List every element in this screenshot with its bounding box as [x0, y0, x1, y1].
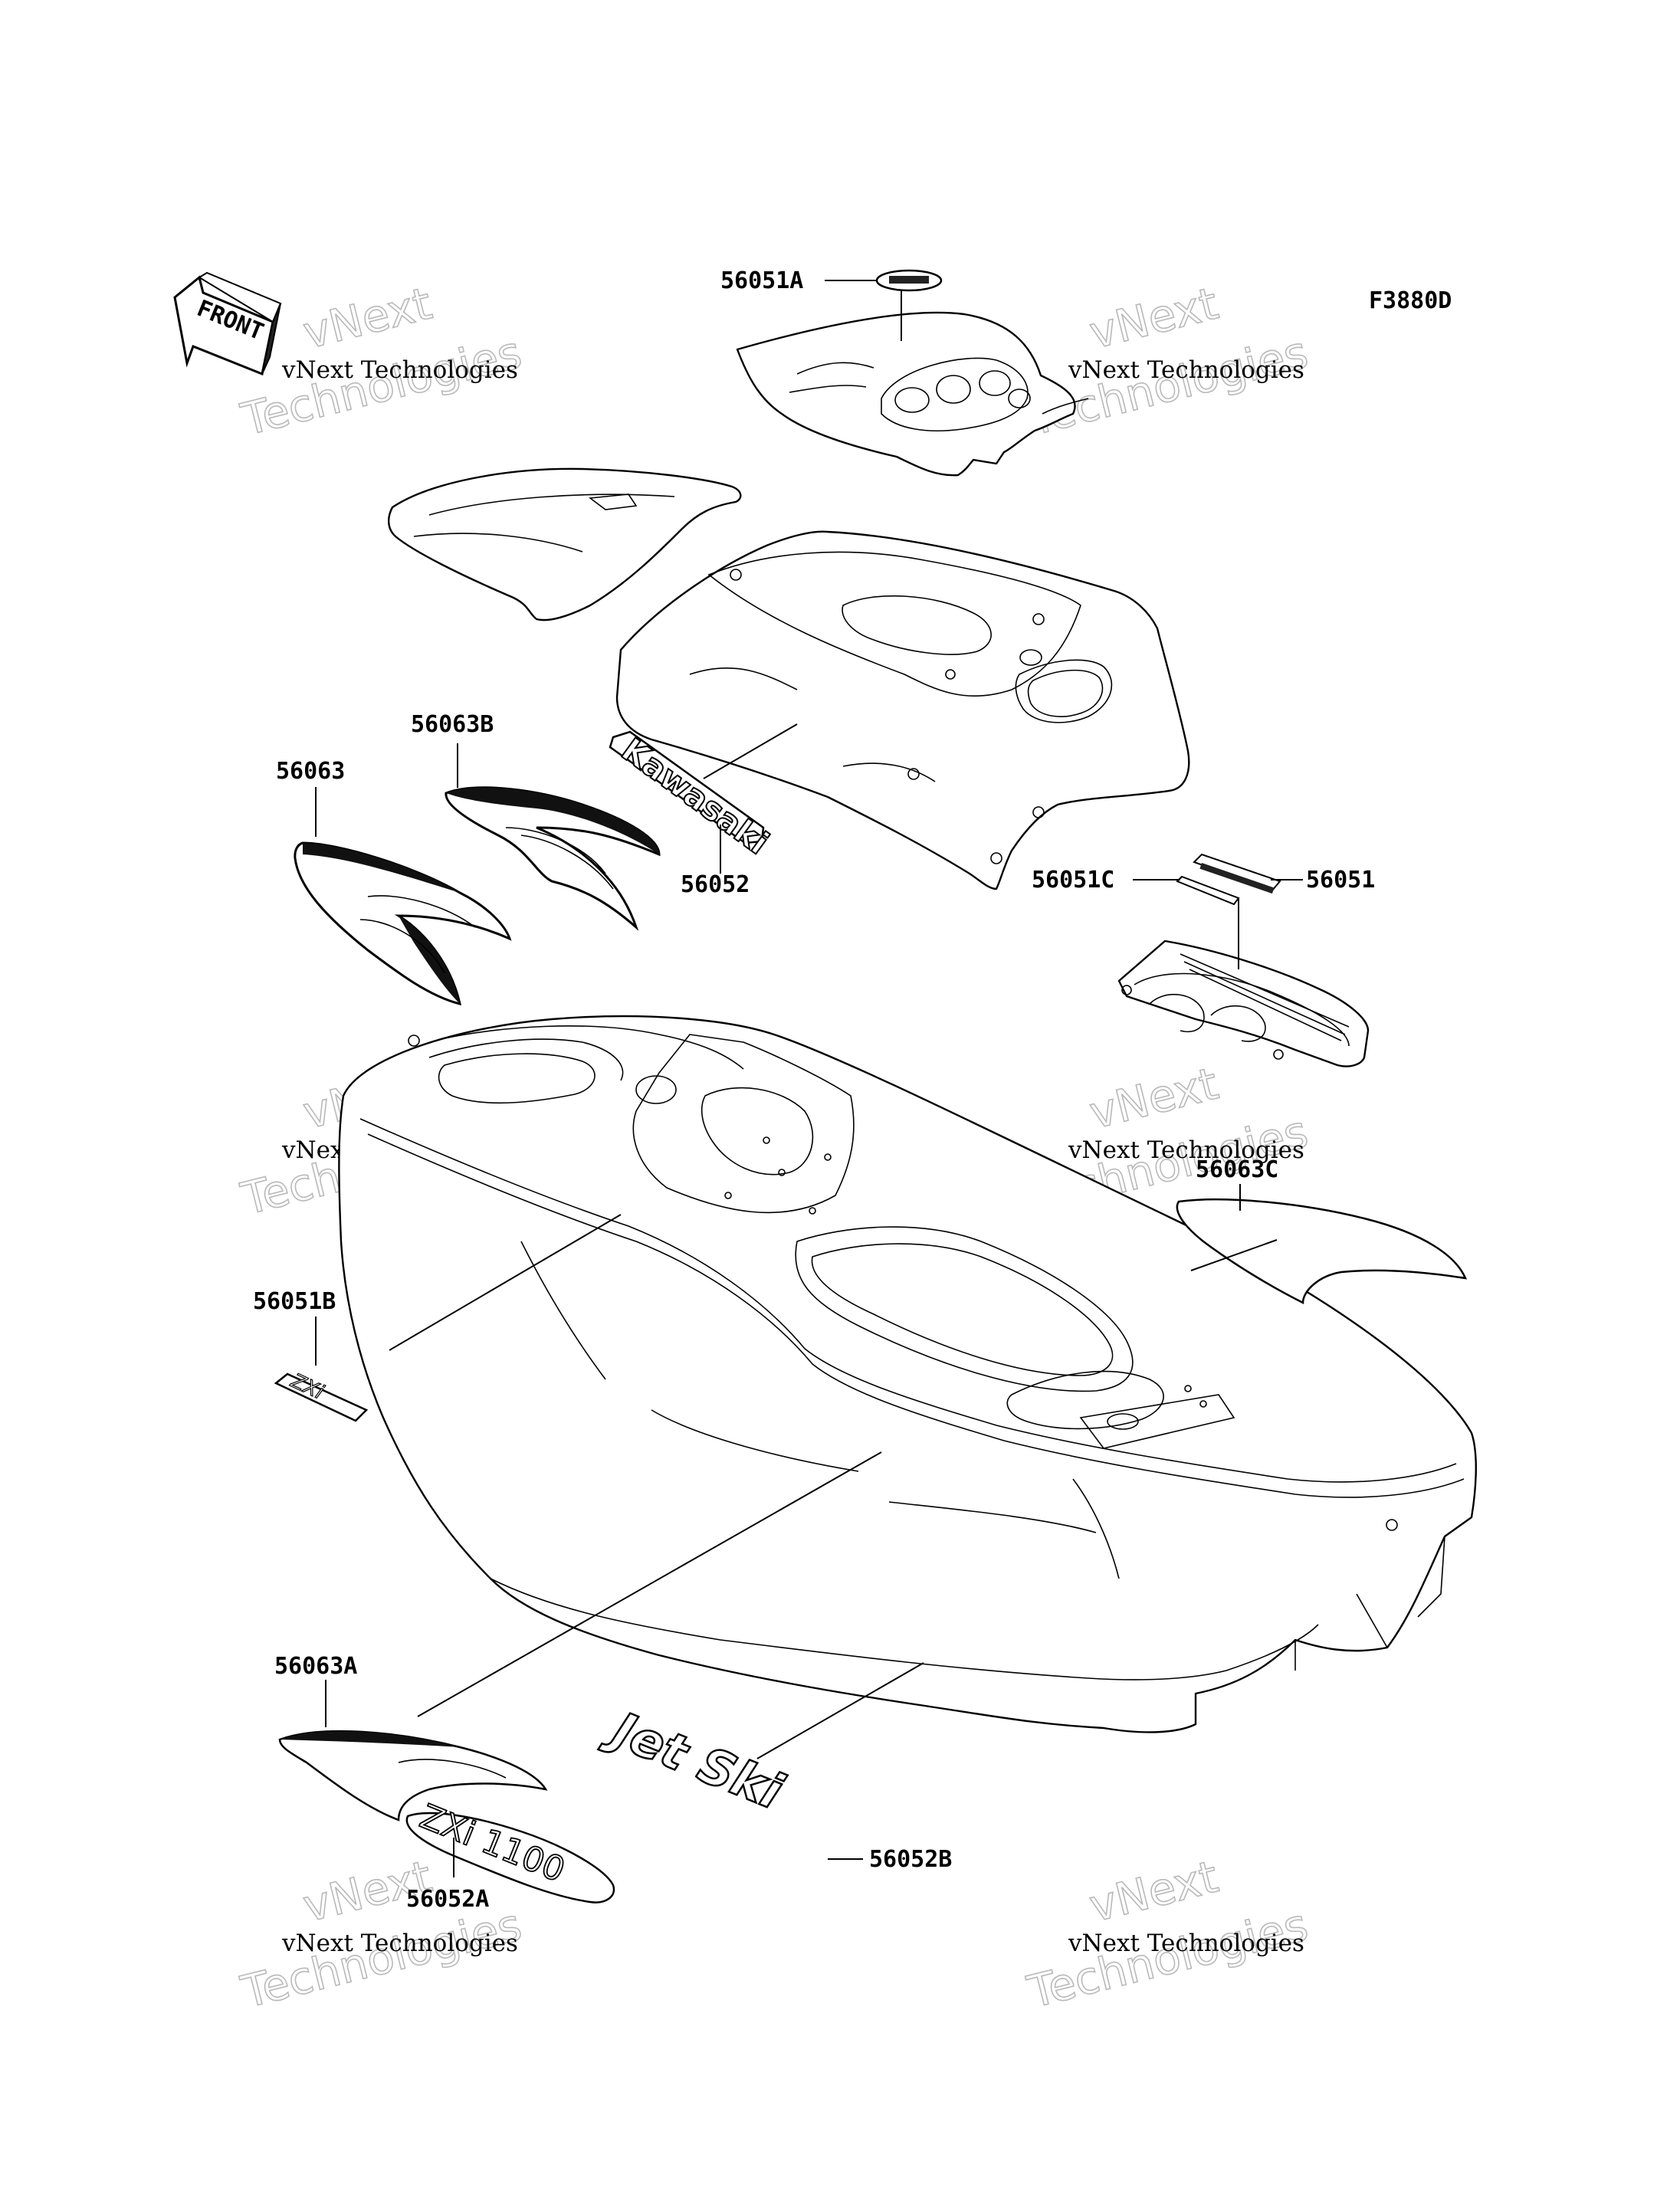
- callout-56051: 56051: [1306, 867, 1375, 894]
- watermark-brand: vNext: [1084, 1851, 1223, 1933]
- stripe-decal-56063: [294, 841, 512, 1006]
- watermark-bottom-left: vNext Technologies vNext Technologies: [235, 1850, 527, 2019]
- callout-56051a: 56051A: [720, 267, 803, 294]
- callout-56063a: 56063A: [274, 1653, 357, 1680]
- engine-cover: [1117, 939, 1370, 1067]
- callout-56051b: 56051B: [253, 1288, 336, 1315]
- watermark-top-right: vNext Technologies vNext Technologies: [1022, 277, 1314, 447]
- stripe-decal-56063a: [278, 1730, 548, 1822]
- decal-56051: [1193, 853, 1281, 894]
- handlebar-cover: [736, 311, 1089, 477]
- callout-56052: 56052: [681, 871, 750, 898]
- watermark-word: Technologies: [236, 1898, 527, 2018]
- watermark-brand: vNext: [1084, 277, 1223, 359]
- callout-56063c: 56063C: [1196, 1156, 1278, 1183]
- stripe-decal-56063c: [1176, 1199, 1468, 1305]
- watermark-line: vNext Technologies: [1068, 1136, 1304, 1164]
- watermark-word: Technologies: [1022, 1898, 1313, 2018]
- watermark-line: vNext Technologies: [281, 356, 518, 384]
- callout-labels: 56051A 56063B 56063 56052 56051C 56051 5…: [253, 267, 1375, 1913]
- seat: [388, 467, 742, 621]
- emblem-56051a: [875, 269, 943, 292]
- callout-56063b: 56063B: [411, 711, 494, 738]
- watermark-bottom-right: vNext Technologies vNext Technologies: [1022, 1850, 1314, 2019]
- callout-56063: 56063: [276, 758, 345, 785]
- zxi-decal-56051b: ZXi: [274, 1369, 369, 1422]
- figure-code: F3880D: [1369, 287, 1452, 314]
- watermark-word: Technologies: [236, 326, 527, 445]
- jetski-decal-56052b: Jet Ski: [596, 1698, 792, 1822]
- watermark-word: Technologies: [1022, 326, 1313, 445]
- watermark-brand: vNext: [298, 277, 437, 359]
- front-arrow-icon: FRONT: [173, 271, 282, 376]
- leader-lines: [315, 280, 1303, 1877]
- callout-56051c: 56051C: [1032, 867, 1114, 894]
- stripe-decal-56063b: [445, 786, 661, 931]
- watermark-line: vNext Technologies: [1068, 356, 1304, 384]
- jetski-text: Jet Ski: [597, 1699, 791, 1822]
- callout-56052a: 56052A: [406, 1886, 489, 1913]
- watermark-brand: vNext: [1084, 1058, 1223, 1139]
- callout-56052b: 56052B: [869, 1846, 952, 1873]
- watermark-line: vNext Technologies: [1068, 1930, 1304, 1957]
- decal-56051c: [1176, 875, 1240, 906]
- hull: [338, 1015, 1477, 1733]
- watermark-line: vNext Technologies: [281, 1930, 518, 1957]
- hood: [615, 530, 1190, 890]
